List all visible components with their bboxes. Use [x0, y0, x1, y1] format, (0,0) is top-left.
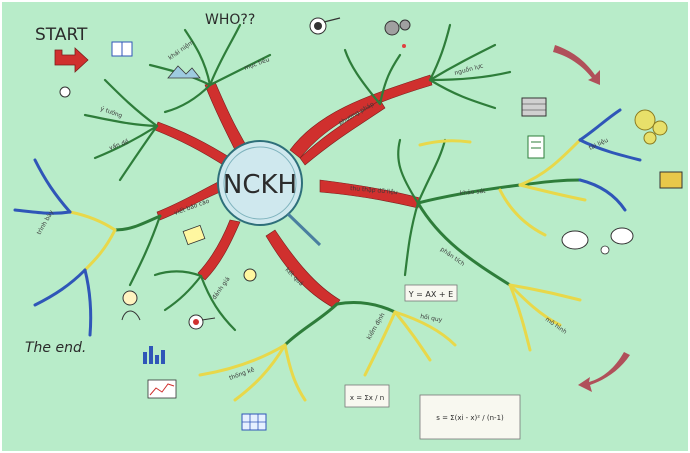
svg-text:hồi quy: hồi quy	[420, 312, 444, 324]
mountain-icon	[167, 65, 201, 79]
book-icon	[111, 41, 133, 57]
start-label: START	[35, 25, 88, 45]
formula-regression: Y = AX + E	[408, 290, 453, 299]
lightbulb-icon	[59, 86, 257, 282]
branch-top-right	[289, 74, 433, 159]
line-chart-icon	[147, 379, 177, 399]
svg-text:thu thập dữ liệu: thu thập dữ liệu	[350, 185, 398, 196]
center-label: NCKH	[223, 170, 297, 200]
branch-upper-left	[154, 121, 235, 169]
table-icon	[241, 413, 267, 431]
target-icon	[309, 17, 341, 35]
who-label: WHO??	[205, 12, 255, 28]
center-circle	[217, 140, 303, 226]
red-branches	[154, 74, 433, 309]
start-arrow-icon	[54, 47, 89, 73]
formula-variance: s = Σ(xi - x)² / (n-1)	[436, 414, 504, 422]
dialog-icon	[561, 227, 634, 255]
folder-icon	[659, 171, 683, 189]
branch-left	[156, 179, 226, 221]
blue-branches	[13, 108, 642, 337]
target-icon	[188, 314, 216, 330]
bar-chart-icon	[143, 346, 165, 364]
formula-mean: x = Σx / n	[350, 394, 384, 402]
branch-upper-right	[299, 99, 386, 166]
formula-box-mean: x = Σx / n	[344, 384, 390, 408]
yellow-branches	[68, 138, 587, 402]
end-label: The end.	[25, 340, 86, 356]
svg-text:khảo sát: khảo sát	[460, 188, 487, 197]
gears-icon	[634, 109, 668, 145]
formula-box-variance: s = Σ(xi - x)² / (n-1)	[419, 394, 521, 440]
formula-box-regression: Y = AX + E	[404, 284, 458, 302]
compass-icon	[182, 224, 206, 246]
gears-icon	[384, 19, 411, 48]
center-hub: NCKH	[217, 140, 322, 247]
magnifier-handle	[286, 212, 322, 247]
money-icon	[521, 97, 547, 117]
start-marker: START	[35, 25, 89, 73]
calculator-icon	[527, 135, 545, 159]
person-icon	[121, 290, 141, 321]
arrow-icon	[553, 45, 630, 392]
